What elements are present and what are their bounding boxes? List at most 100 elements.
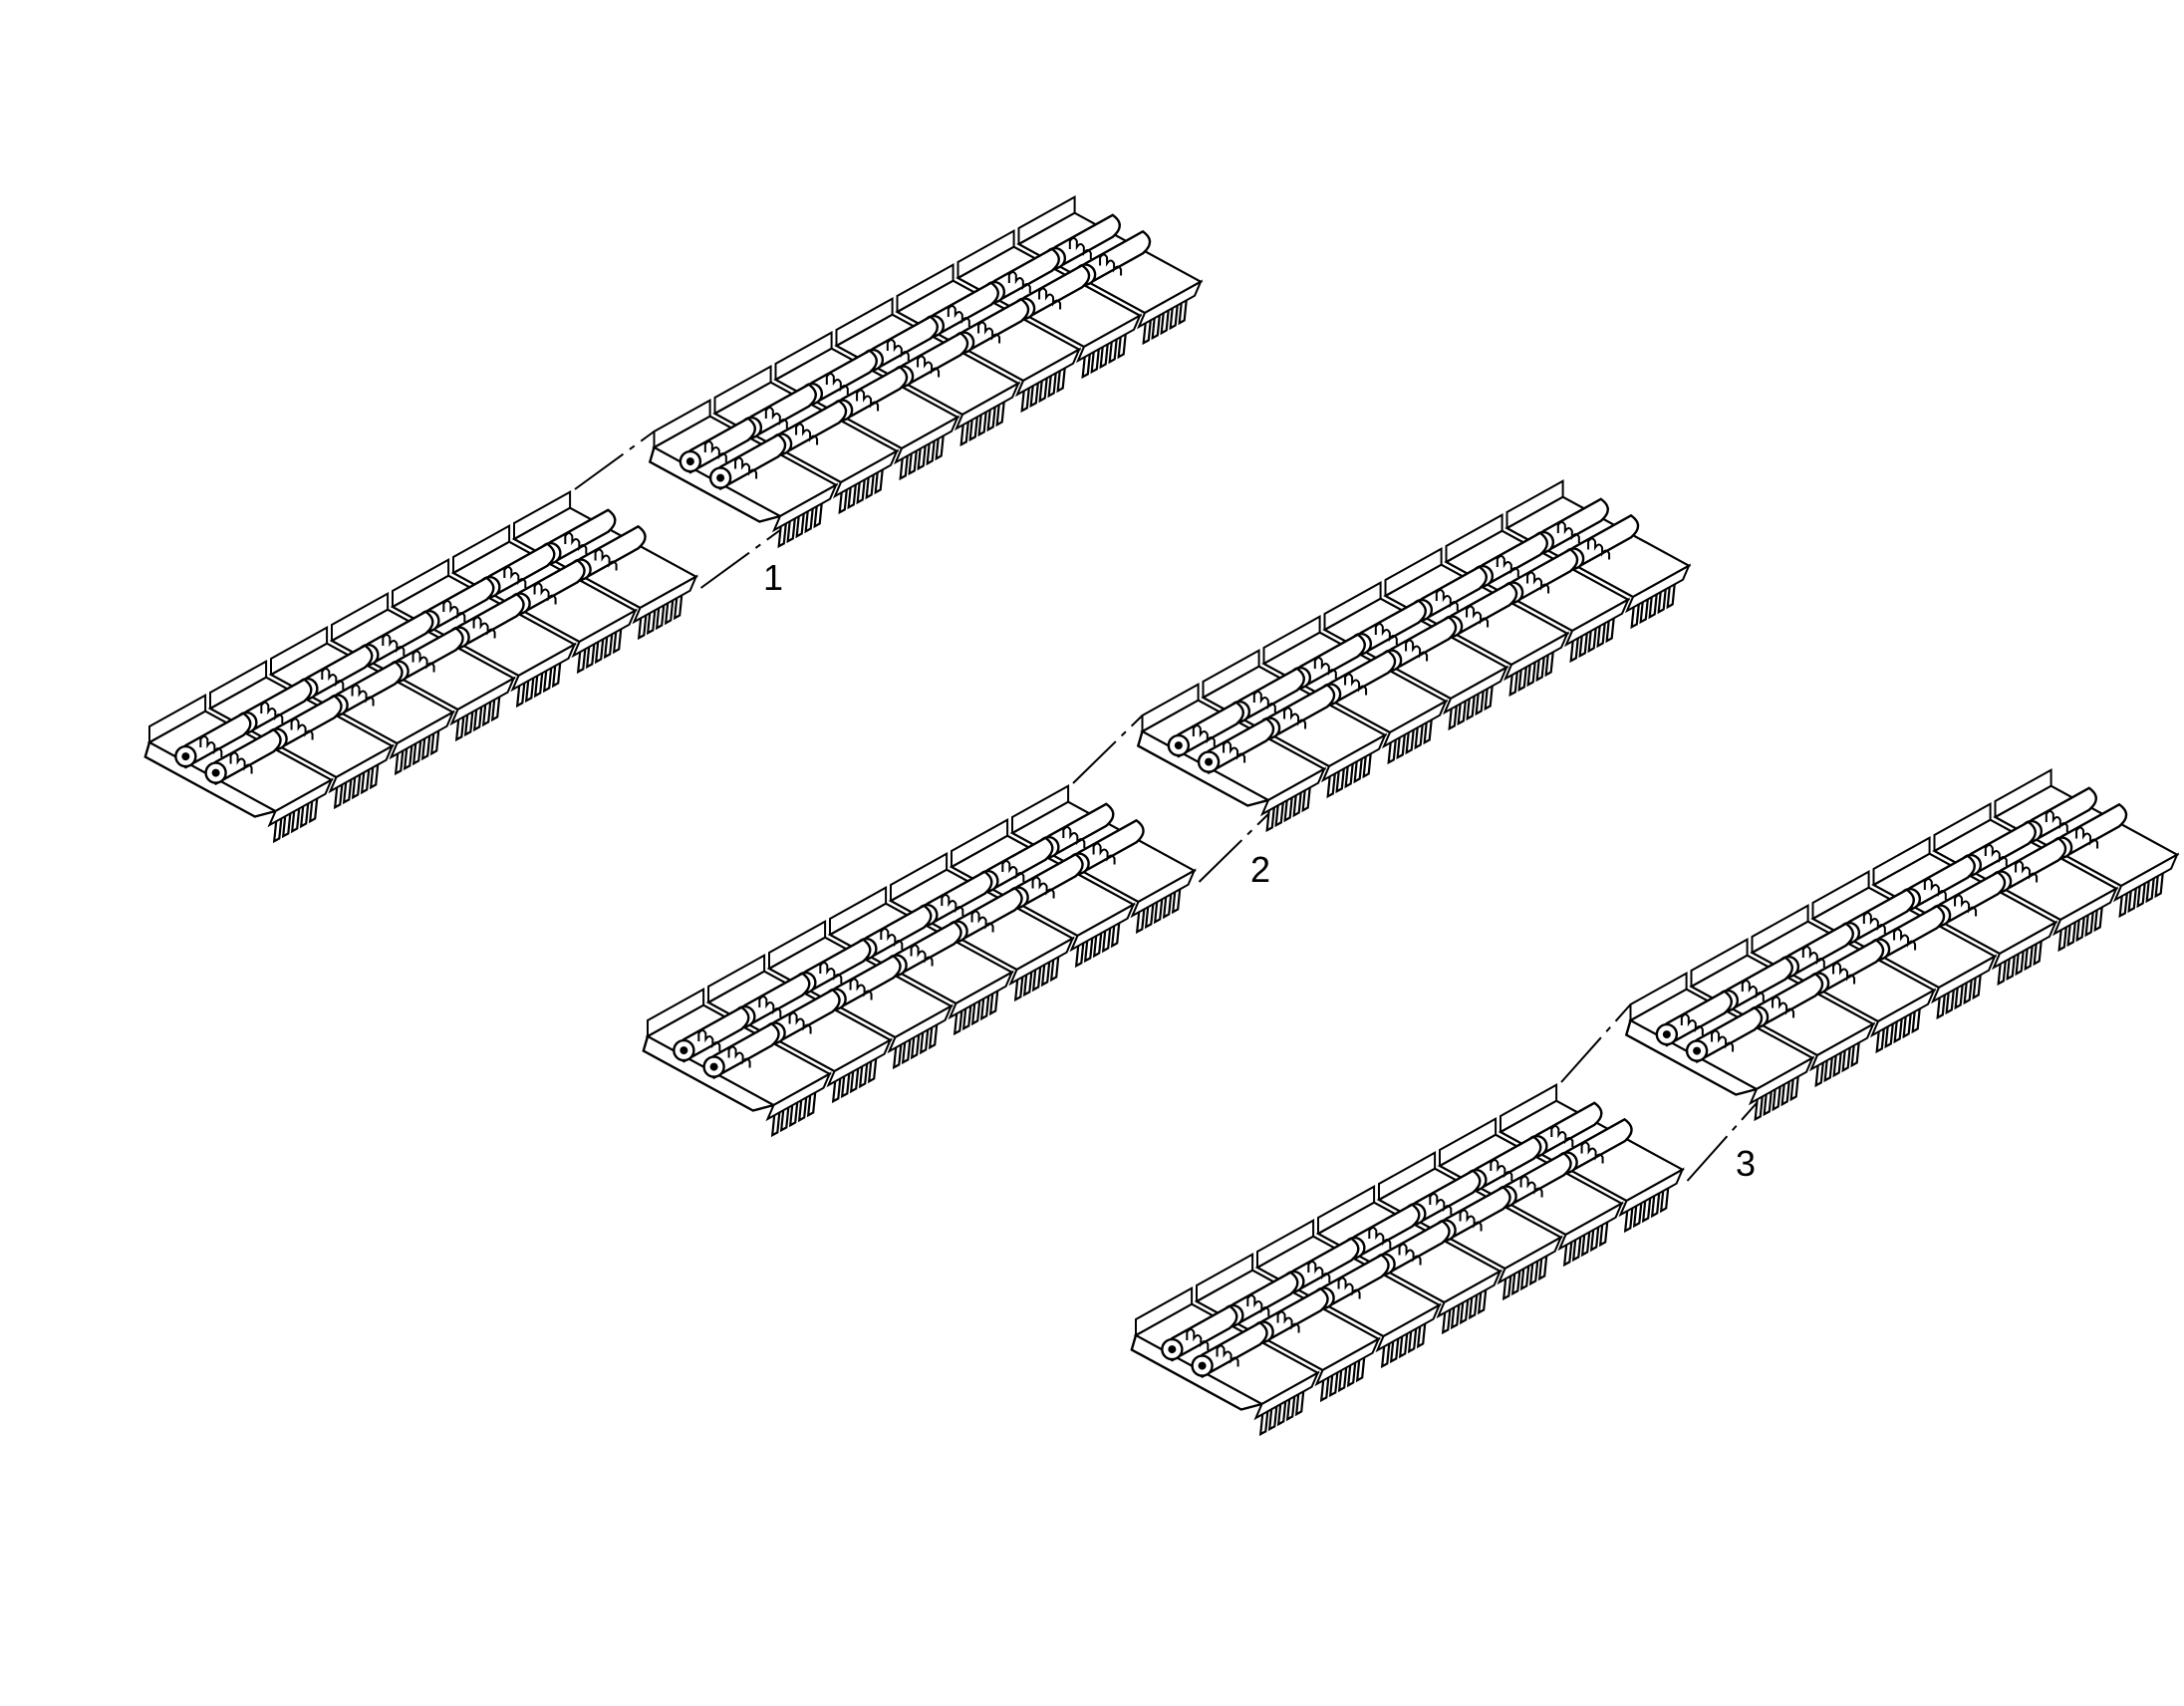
track-break-line — [1560, 1003, 1632, 1083]
grouser-tooth — [1502, 1276, 1512, 1301]
grouser-tooth — [308, 798, 319, 824]
grouser-tooth — [961, 1005, 972, 1031]
link-window — [594, 548, 618, 571]
grouser-tooth — [1450, 1304, 1461, 1330]
link-window — [703, 439, 727, 462]
link-pin-center — [1168, 1345, 1177, 1354]
grouser-tooth — [542, 668, 553, 694]
link-window — [1223, 740, 1246, 763]
grouser-tooth — [1326, 773, 1336, 799]
track-shoe-rim — [1196, 1252, 1254, 1301]
link-window — [734, 456, 758, 479]
track-shoe-edge — [1320, 732, 1388, 783]
grouser-tooth — [1110, 923, 1121, 949]
grouser-tooth — [603, 634, 614, 660]
link-window — [1252, 690, 1276, 712]
track-shoe-edge — [1930, 954, 1998, 1004]
grouser-tooth — [646, 610, 657, 636]
grouser-tooth — [411, 740, 422, 766]
link-window — [1283, 707, 1307, 729]
grouser-tooth — [910, 1034, 921, 1060]
link-window — [819, 961, 843, 984]
track-shoe-rim — [1378, 1150, 1437, 1200]
link-pin-center — [685, 457, 694, 466]
link-window — [1772, 995, 1795, 1018]
link-window — [947, 304, 970, 327]
grouser-tooth — [2084, 912, 2094, 938]
grouser-tooth — [1526, 662, 1536, 688]
grouser-tooth — [1571, 1237, 1582, 1263]
grouser-tooth — [1274, 802, 1284, 828]
grouser-tooth — [333, 784, 344, 810]
grouser-tooth — [1092, 933, 1103, 959]
link-window — [351, 684, 375, 707]
grouser-tooth — [840, 1073, 851, 1099]
grouser-tooth — [1754, 1096, 1764, 1122]
track-shoe-rim — [1135, 1285, 1194, 1335]
track-shoe-rim — [890, 851, 949, 901]
track-shoe-rim — [1872, 835, 1931, 885]
grouser-tooth — [369, 764, 380, 790]
track-far-end — [1624, 767, 2180, 1122]
track-shoe-edge — [1991, 920, 2058, 971]
link-window — [1007, 270, 1031, 293]
grouser-tooth — [637, 615, 648, 641]
grouser-tooth — [1850, 1042, 1860, 1068]
track-label-1: 1 — [763, 557, 784, 598]
track-shoe-rim — [331, 591, 390, 641]
track-shoe-edge — [1563, 597, 1631, 648]
link-pin-center — [709, 1062, 718, 1071]
track-shoe-edge — [1436, 1269, 1502, 1319]
track-shoe-edge — [1075, 313, 1143, 364]
grouser-tooth — [1074, 943, 1085, 969]
link-window — [1068, 236, 1092, 259]
grouser-tooth — [585, 644, 596, 670]
grouser-tooth — [1389, 1338, 1400, 1364]
grouser-tooth — [1441, 1309, 1452, 1335]
grouser-tooth — [874, 469, 884, 495]
track-shoe-rim — [1011, 783, 1070, 833]
grouser-tooth — [1763, 1091, 1773, 1117]
track-shoe-edge — [1557, 1201, 1624, 1252]
link-window — [1519, 1175, 1543, 1198]
track-shoe-edge — [1869, 988, 1937, 1038]
track-end-cap — [1136, 730, 1269, 807]
track-shoe-rim — [1256, 1218, 1315, 1268]
grouser-tooth — [533, 673, 544, 699]
track-break-line — [699, 529, 781, 589]
grouser-tooth — [1285, 1396, 1296, 1422]
grouser-tooth — [1884, 1023, 1894, 1049]
grouser-tooth — [1301, 787, 1311, 813]
track-shoe-edge — [510, 642, 577, 693]
track-end-cap — [642, 1035, 774, 1112]
grouser-tooth — [1508, 672, 1518, 698]
grouser-tooth — [2033, 941, 2043, 967]
grouser-tooth — [1355, 1357, 1366, 1383]
link-window — [910, 944, 934, 967]
link-pin-center — [1174, 741, 1183, 750]
grouser-tooth — [838, 489, 848, 515]
grouser-tooth — [795, 513, 805, 539]
grouser-tooth — [1911, 1008, 1921, 1034]
grouser-tooth — [2066, 922, 2076, 948]
grouser-tooth — [1562, 1242, 1573, 1268]
grouser-tooth — [1169, 305, 1179, 331]
grouser-tooth — [779, 1107, 790, 1133]
track-shoe-rim — [148, 693, 207, 742]
grouser-tooth — [664, 600, 675, 626]
grouser-tooth — [847, 484, 857, 510]
grouser-tooth — [804, 508, 814, 534]
grouser-tooth — [1666, 584, 1676, 610]
grouser-tooth — [1893, 1018, 1903, 1044]
link-window — [382, 633, 406, 656]
link-window — [290, 717, 314, 740]
track-far-end — [648, 194, 1204, 549]
grouser-tooth — [1047, 373, 1057, 399]
grouser-tooth — [1832, 1052, 1842, 1078]
link-pin-center — [716, 473, 725, 482]
grouser-tooth — [1083, 938, 1094, 964]
link-pin-center — [181, 752, 190, 761]
grouser-tooth — [1517, 667, 1527, 693]
grouser-tooth — [281, 813, 292, 839]
grouser-tooth — [979, 995, 990, 1021]
